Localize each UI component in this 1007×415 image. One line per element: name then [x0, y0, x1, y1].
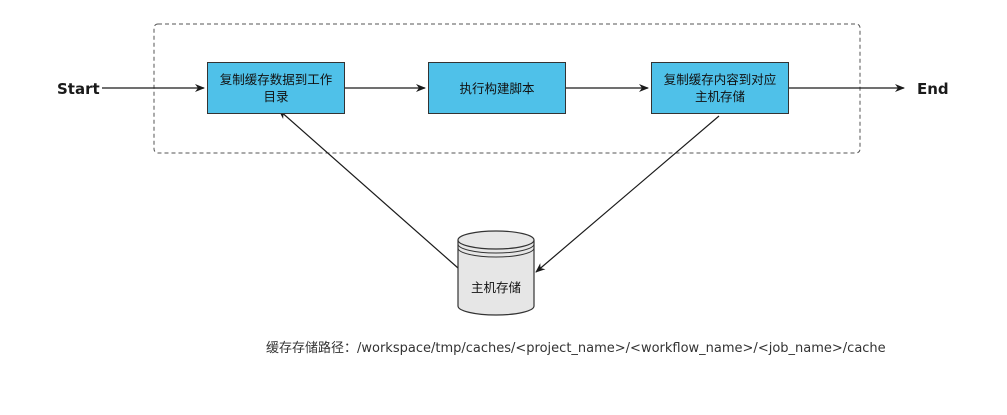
host-storage-label: 主机存储 [470, 280, 521, 295]
step-copy-cache-to-workdir-label: 复制缓存数据到工作目录 [219, 72, 333, 104]
start-label: Start [57, 80, 100, 98]
storage-to-step1-arrow [278, 109, 459, 269]
step-copy-cache-to-workdir: 复制缓存数据到工作目录 [207, 62, 345, 114]
cache-path-note: 缓存存储路径：/workspace/tmp/caches/<project_na… [266, 341, 886, 356]
cylinder-body [457, 240, 535, 316]
end-label: End [917, 80, 949, 98]
step-copy-cache-to-host-storage: 复制缓存内容到对应主机存储 [651, 62, 789, 114]
host-storage-cylinder [457, 230, 535, 316]
cylinder-rim-1 [457, 243, 535, 254]
step3-to-storage-arrow [535, 115, 720, 273]
step-run-build-script: 执行构建脚本 [428, 62, 566, 114]
cylinder-rim-2 [457, 247, 535, 258]
cylinder-top [457, 230, 535, 250]
step-copy-cache-to-host-storage-label: 复制缓存内容到对应主机存储 [663, 72, 777, 104]
step-run-build-script-label: 执行构建脚本 [459, 80, 535, 96]
